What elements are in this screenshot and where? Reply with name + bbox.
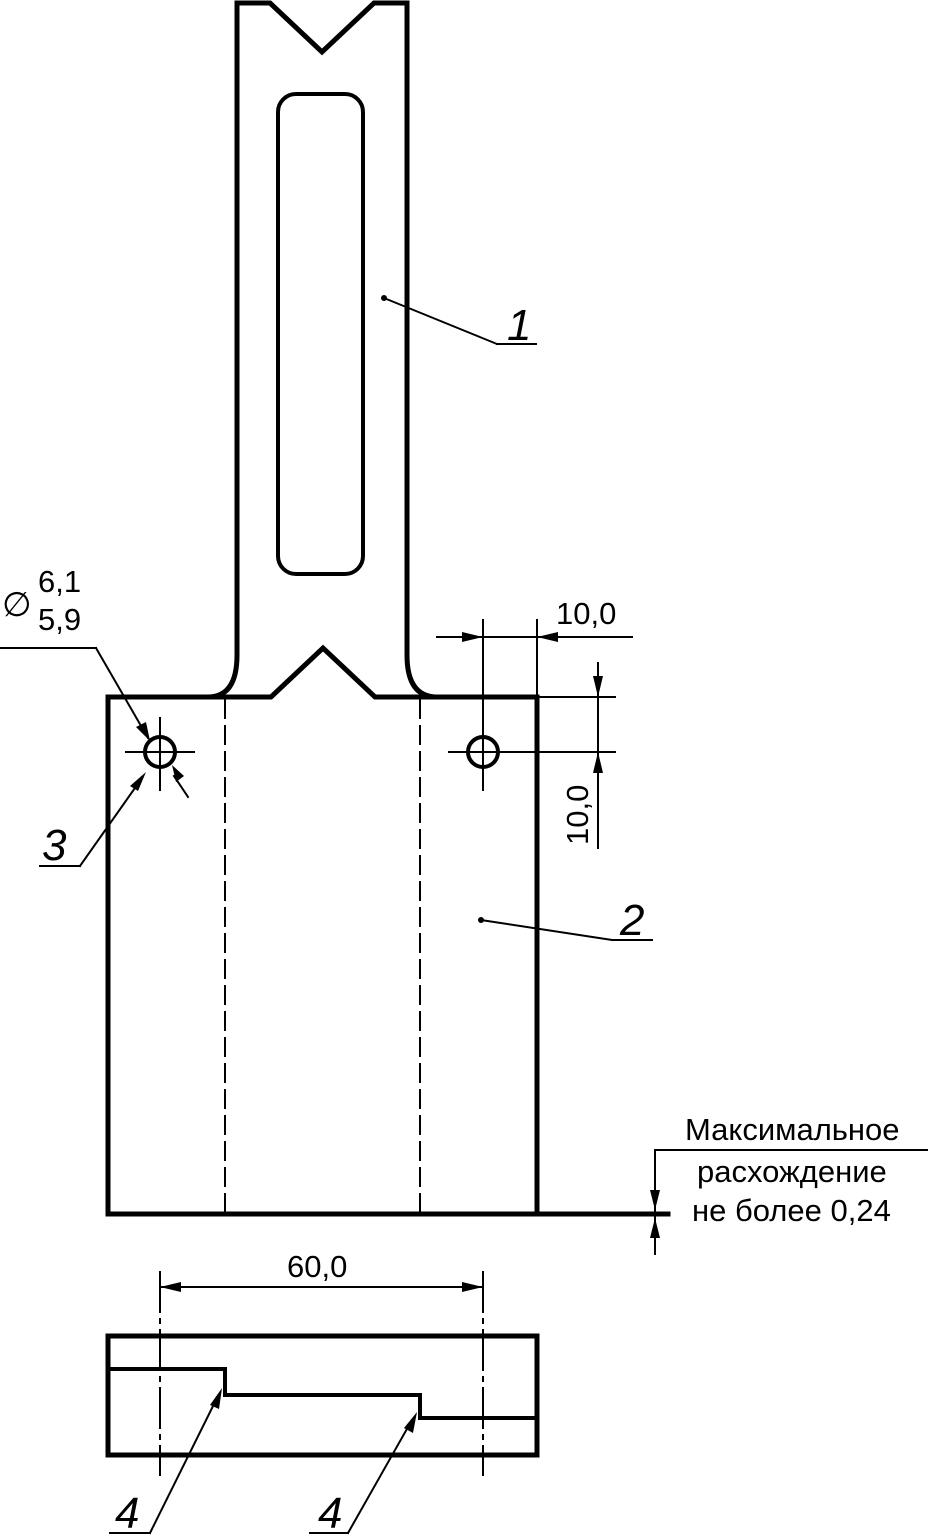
diameter-upper-value: 6,1 (38, 564, 81, 599)
label-3: 3 (42, 821, 67, 870)
label-4b: 4 (318, 1489, 342, 1536)
strip-outline (207, 0, 438, 700)
label-1: 1 (507, 301, 531, 350)
leader-4a-line (148, 1394, 220, 1535)
plate-outline (105, 694, 540, 1217)
leader-2: 2 (478, 896, 653, 945)
offset-y-dimension: 10,0 (539, 662, 616, 849)
leader-3-arrow (130, 772, 146, 791)
leader-4b-line (346, 1418, 414, 1535)
leader-4b-arrow (404, 1412, 417, 1433)
leader-1: 1 (381, 295, 537, 350)
spacing-value: 60,0 (287, 1249, 347, 1284)
strip-slot (276, 92, 365, 576)
offset-x-arrow-right (537, 632, 558, 642)
leader-3: 3 (39, 772, 146, 870)
diameter-arrow-upper (136, 722, 150, 741)
deviation-text-line2: расхождение (697, 1154, 887, 1189)
offset-x-value: 10,0 (556, 596, 616, 631)
leader-4a-arrow (210, 1388, 222, 1409)
deviation-text-line3: не более 0,24 (692, 1193, 891, 1228)
deviation-note: Максимальное расхождение не более 0,24 (534, 1112, 928, 1255)
label-2: 2 (619, 896, 644, 945)
leader-3-line (78, 776, 144, 868)
deviation-text-line1: Максимальное (685, 1112, 900, 1147)
bottom-view-step-line (106, 1367, 539, 1420)
hole-left (125, 717, 195, 791)
bottom-view: 60,0 4 4 (105, 1249, 540, 1536)
deviation-arrow-top (650, 1190, 660, 1210)
bottom-view-outline (105, 1333, 540, 1458)
offset-x-dimension: 10,0 (436, 596, 633, 696)
part-1-strip (207, 0, 438, 700)
diameter-leader (94, 646, 150, 740)
offset-y-arrow-top (593, 676, 603, 697)
deviation-arrow-bottom (650, 1218, 660, 1238)
diameter-lower-value: 5,9 (38, 602, 81, 637)
offset-y-value: 10,0 (560, 785, 595, 845)
spacing-arrow-left (160, 1282, 181, 1292)
label-4a: 4 (115, 1489, 139, 1536)
leader-2-line (479, 918, 614, 942)
diameter-dimension: ∅ 6,1 5,9 (0, 564, 190, 799)
leader-1-line (382, 296, 499, 346)
offset-x-arrow-left (462, 632, 483, 642)
diameter-symbol: ∅ (2, 586, 32, 624)
diameter-arrow-lower (172, 765, 184, 782)
hole-right (448, 619, 616, 791)
spacing-arrow-right (462, 1282, 483, 1292)
offset-y-arrow-bottom (593, 752, 603, 773)
part-2-plate (105, 694, 540, 1217)
